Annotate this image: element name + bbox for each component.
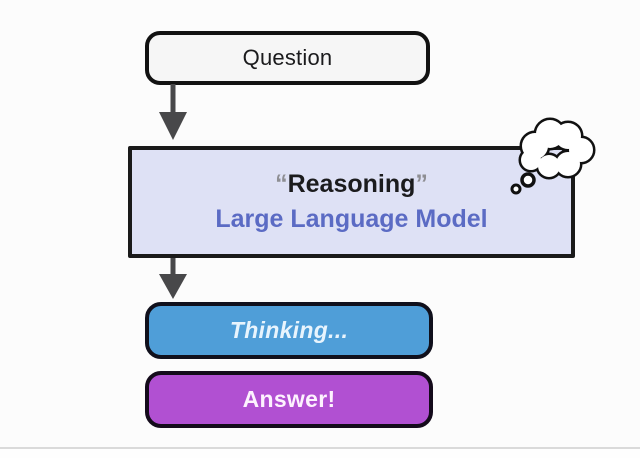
question-node: Question xyxy=(145,31,430,85)
open-quote: “ xyxy=(275,170,288,198)
down-arrow-icon xyxy=(159,84,187,140)
thought-bubble-icon xyxy=(510,117,596,195)
answer-label: Answer! xyxy=(242,386,336,412)
thinking-node: Thinking... xyxy=(145,302,433,359)
llm-reasoning-line: “Reasoning” xyxy=(275,167,428,202)
close-quote: ” xyxy=(415,170,428,198)
below-divider-area xyxy=(0,449,640,458)
question-label: Question xyxy=(242,45,333,70)
answer-node: Answer! xyxy=(145,371,433,428)
llm-label: Large Language Model xyxy=(215,205,488,233)
reasoning-label: Reasoning xyxy=(287,170,416,198)
thinking-label: Thinking... xyxy=(229,317,349,343)
down-arrow-icon xyxy=(159,257,187,299)
llm-node: “Reasoning” Large Language Model xyxy=(128,146,575,258)
bottom-divider xyxy=(0,447,640,449)
